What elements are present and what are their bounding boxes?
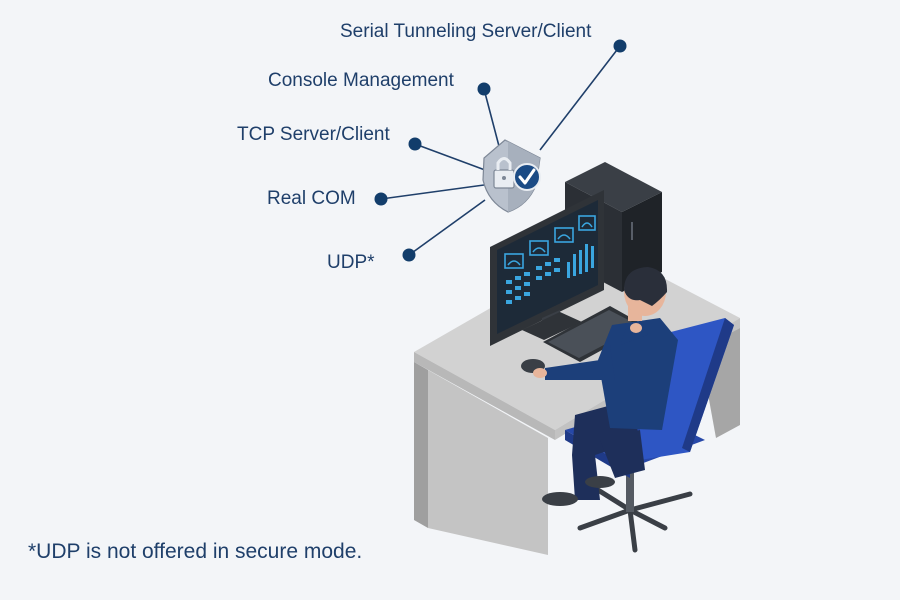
footnote: *UDP is not offered in secure mode. [28, 540, 363, 563]
dashboard-bars [567, 244, 594, 278]
dashboard-gauges [504, 215, 596, 269]
connector-tcp [414, 143, 486, 171]
connector-udp [408, 199, 486, 256]
label-tcp-server-client: TCP Server/Client [237, 124, 390, 145]
connector-serial-tunneling [539, 45, 621, 151]
label-real-com: Real COM [267, 188, 356, 209]
shield-icon [482, 139, 541, 213]
dot-console-management [477, 82, 491, 96]
label-console-management: Console Management [268, 70, 454, 91]
dashboard-tiles [506, 258, 560, 304]
connector-real-com [380, 184, 485, 200]
dot-serial-tunneling [613, 39, 627, 53]
check-icon [513, 163, 541, 191]
keyboard [543, 306, 646, 362]
dot-tcp [408, 137, 422, 151]
connector-lines [380, 45, 621, 256]
connector-dots [374, 39, 627, 262]
label-udp: UDP* [327, 252, 375, 273]
dot-udp [402, 248, 416, 262]
monitor [490, 190, 604, 346]
dot-real-com [374, 192, 388, 206]
person [533, 267, 678, 506]
label-serial-tunneling: Serial Tunneling Server/Client [340, 21, 592, 42]
lock-icon [493, 157, 515, 189]
connector-console-management [483, 88, 501, 151]
